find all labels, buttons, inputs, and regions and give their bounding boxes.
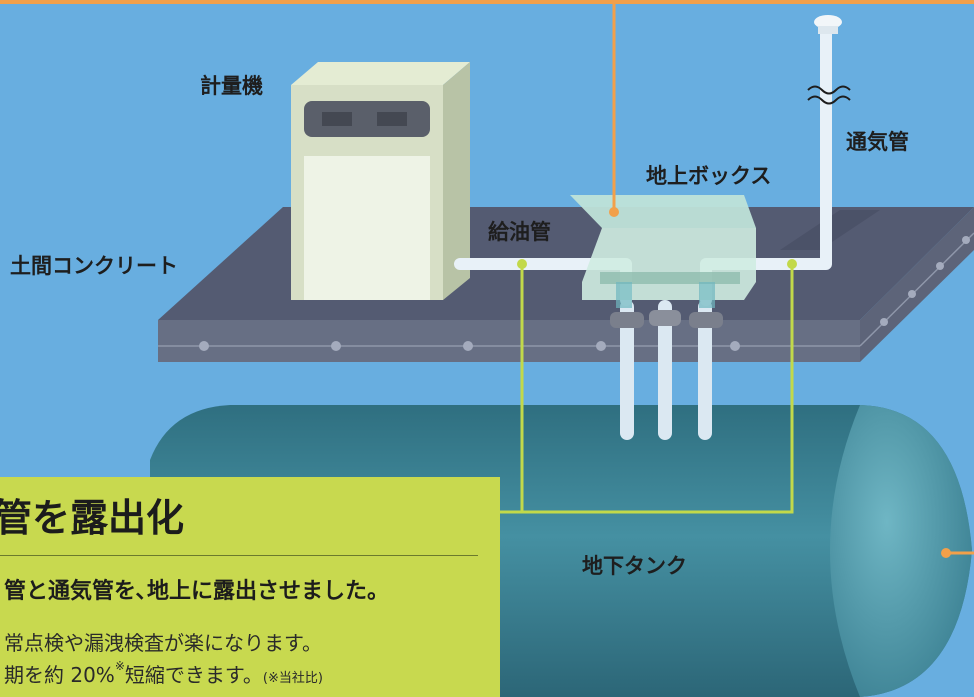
concrete-label: 土間コンクリート bbox=[10, 254, 178, 278]
dispenser bbox=[291, 62, 470, 300]
benefit-shorten-tail: 短縮できます。 bbox=[124, 663, 263, 687]
callout-title: 管を露出化 bbox=[0, 496, 185, 540]
oil-pipe-label: 給油管 bbox=[488, 220, 551, 244]
concrete-slab bbox=[158, 207, 974, 362]
dispenser-label: 計量機 bbox=[200, 74, 263, 98]
vent-pipe-label: 通気管 bbox=[846, 130, 909, 154]
benefit-footnote: (※当社比) bbox=[262, 671, 323, 686]
callout-divider bbox=[0, 555, 478, 556]
benefit-inspection: 常点検や漏洩検査が楽になります。 bbox=[4, 631, 322, 655]
leader-lines bbox=[500, 0, 974, 558]
ground-box-label: 地上ボックス bbox=[646, 164, 772, 188]
benefit-shorten-main: 期を約 20% bbox=[4, 663, 115, 687]
top-border bbox=[0, 0, 974, 4]
callout-lead: 管と通気管を､地上に露出させました。 bbox=[4, 579, 390, 604]
benefit-shorten: 期を約 20%※短縮できます。(※当社比) bbox=[4, 659, 323, 688]
callout-panel: 管を露出化 管と通気管を､地上に露出させました。 常点検や漏洩検査が楽になります… bbox=[0, 477, 500, 697]
benefit-footnote-mark: ※ bbox=[114, 659, 125, 673]
ground-box bbox=[570, 195, 756, 308]
vent-break-symbol bbox=[807, 85, 851, 105]
tank-label: 地下タンク bbox=[582, 554, 687, 578]
tank-pipes bbox=[610, 300, 723, 440]
